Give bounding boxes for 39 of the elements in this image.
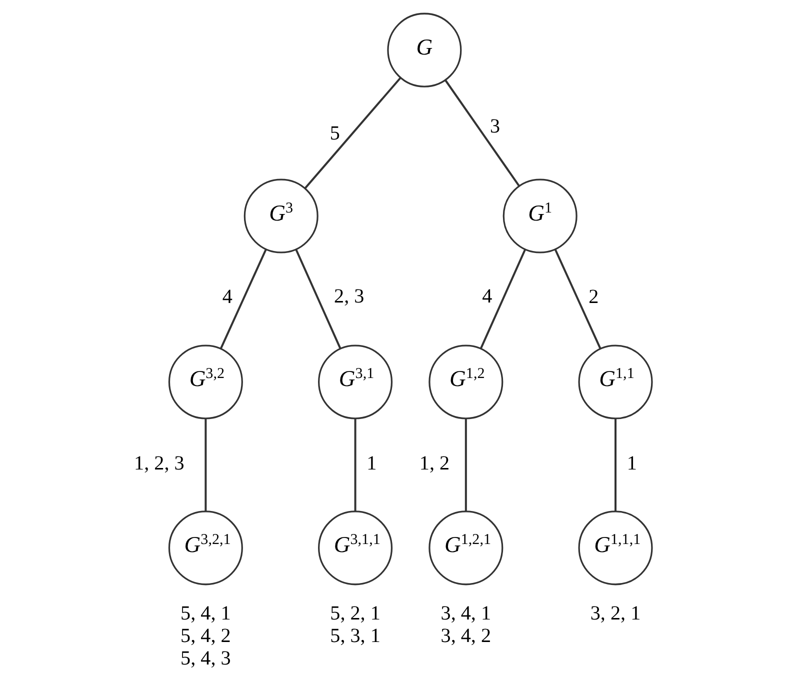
node-label: 3, 4, 1 <box>440 602 491 624</box>
connector <box>444 80 520 186</box>
node-label: 3, 2, 1 <box>590 602 640 624</box>
node-circle: G$^{1,2}$ <box>428 344 503 420</box>
edge-label: 1 <box>626 452 636 474</box>
node-label: 5, 4, 2 <box>180 624 230 647</box>
connector <box>614 418 616 512</box>
edge-label: 5 <box>329 122 340 145</box>
node-label: 5, 2, 1 <box>330 602 380 624</box>
connector <box>304 77 401 189</box>
edge-label: 4 <box>482 286 492 308</box>
node-circle: G$^{1,1,1}$ <box>578 510 652 586</box>
node-circle: G$^{1}$ <box>502 178 577 254</box>
edge-label: 4 <box>222 286 232 308</box>
node-circle: G$^{3}$ <box>243 178 318 254</box>
node-circle: G$^{3,2}$ <box>168 344 242 420</box>
node-circle: G$^{1,2,1}$ <box>428 510 503 586</box>
connector <box>204 418 206 512</box>
node-circle: G <box>386 12 462 88</box>
node-label: 5, 3, 1 <box>330 624 380 647</box>
edge-label: 2, 3 <box>334 286 364 308</box>
edge-label: 3 <box>489 116 500 138</box>
node-circle: G$^{3,1,1}$ <box>318 510 392 586</box>
edge-label: 1 <box>366 452 376 474</box>
edge-label: 2 <box>588 286 598 308</box>
node-circle: G$^{3,1}$ <box>318 344 392 420</box>
connector <box>220 249 266 349</box>
connector <box>464 418 466 512</box>
node-label: 3, 4, 2 <box>440 624 491 647</box>
connector <box>479 249 526 349</box>
connector <box>354 418 356 512</box>
node-label: 5, 4, 3 <box>180 648 230 670</box>
connector <box>294 249 341 349</box>
node-label: 5, 4, 1 <box>180 602 230 624</box>
edge-label: 1, 2, 3 <box>134 452 184 474</box>
node-circle: G$^{1,1}$ <box>578 344 652 420</box>
node-circle: G$^{3,2,1}$ <box>168 510 242 586</box>
edge-label: 1, 2 <box>418 452 450 474</box>
connector <box>554 249 601 349</box>
